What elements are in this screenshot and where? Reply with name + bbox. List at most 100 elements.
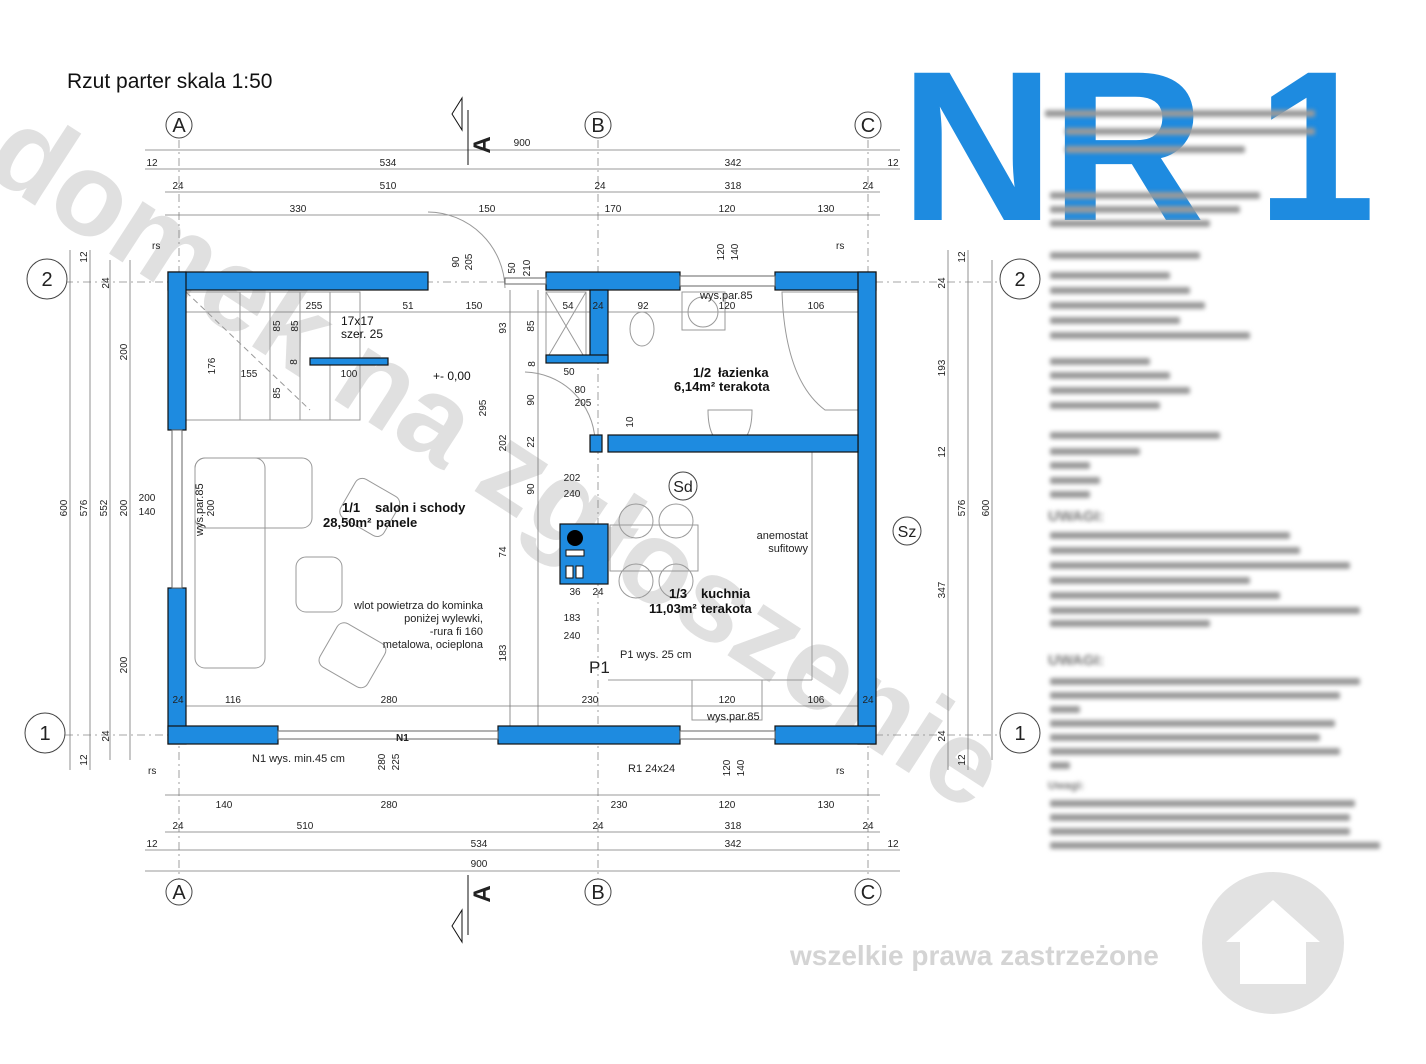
rs-label: rs	[836, 766, 844, 777]
dimension-label: 24	[862, 695, 874, 706]
air-inlet-note: metalowa, ocieplona	[383, 639, 484, 651]
dimension-label: 200	[139, 493, 156, 504]
dimension-label: 150	[479, 204, 496, 215]
rs-label: rs	[152, 241, 160, 252]
room-2-no: 1/2	[693, 365, 711, 380]
dimension-label: 106	[808, 695, 825, 706]
sill-note: wys.par.85	[706, 711, 760, 723]
dimension-label: 230	[611, 800, 628, 811]
dimension-label: 92	[637, 301, 649, 312]
house-logo-icon	[1202, 872, 1344, 1014]
dimension-label: 12	[957, 251, 968, 263]
dimension-label: 200	[119, 656, 130, 673]
dimension-label: 576	[957, 499, 968, 516]
sill-note: wys.par.85	[194, 483, 206, 537]
dimension-label: 205	[464, 253, 475, 270]
stairs-note: szer. 25	[341, 327, 383, 341]
walls	[167, 271, 877, 745]
dimension-label: 140	[730, 243, 741, 260]
room-3-floor: terakota	[701, 601, 752, 616]
dimension-label: 176	[207, 357, 218, 374]
dimension-label: 183	[564, 613, 581, 624]
dimension-label: 130	[818, 800, 835, 811]
anemostat-note: anemostat	[757, 530, 808, 542]
dimension-label: 12	[79, 754, 90, 766]
dimension-label: 90	[526, 394, 537, 406]
plan-title: Rzut parter skala 1:50	[67, 70, 273, 93]
dimension-label: 120	[719, 695, 736, 706]
grid-bubbles: A B C A B C 2 2 1 1 Sd Sz A A rs rs rs r…	[24, 96, 1041, 944]
axis-b-top: B	[591, 115, 604, 137]
dimension-label: 74	[498, 546, 509, 558]
dimension-label: 200	[119, 343, 130, 360]
dimension-label: 22	[526, 436, 537, 448]
dimension-label: 24	[862, 821, 874, 832]
n1-label: N1	[396, 733, 409, 744]
axis-a-bottom: A	[172, 882, 186, 904]
axis-2-left: 2	[41, 269, 52, 291]
dimension-label: 12	[146, 839, 158, 850]
dimension-label: 200	[206, 499, 217, 516]
dimension-label: 330	[290, 204, 307, 215]
dimension-label: 85	[526, 320, 537, 332]
dimension-label: 8	[289, 359, 300, 365]
dimension-label: 534	[380, 158, 397, 169]
dimension-label: 24	[862, 181, 874, 192]
dimension-label: 205	[575, 398, 592, 409]
dimension-label: 90	[526, 483, 537, 495]
dimension-label: 12	[146, 158, 158, 169]
dimension-label: 24	[101, 277, 112, 289]
dimension-label: 24	[592, 587, 604, 598]
dimension-label: 90	[451, 256, 462, 268]
marker-sd: Sd	[673, 479, 693, 496]
dimension-label: 24	[172, 181, 184, 192]
dimension-label: 255	[306, 301, 323, 312]
dimension-label: 600	[59, 499, 70, 516]
dimension-label: 85	[272, 387, 283, 399]
dimension-label: 155	[241, 369, 258, 380]
dimension-label: 24	[592, 821, 604, 832]
dimension-label: 183	[498, 644, 509, 661]
axis-b-bottom: B	[591, 882, 604, 904]
dimension-label: 10	[625, 416, 636, 428]
dimension-label: 202	[564, 473, 581, 484]
dimension-label: 150	[466, 301, 483, 312]
dimension-label: 140	[139, 507, 156, 518]
dimension-label: 900	[514, 138, 531, 149]
dimension-label: 318	[725, 821, 742, 832]
dimension-label: 230	[582, 695, 599, 706]
anemostat-note: sufitowy	[768, 543, 808, 555]
dimension-label: 120	[719, 204, 736, 215]
dimension-label: 200	[119, 499, 130, 516]
blurred-legend: UWAGI: UWAGI: Uwagi:	[1045, 100, 1385, 860]
legend-heading: Uwagi:	[1048, 780, 1085, 792]
dimension-label: 12	[957, 754, 968, 766]
dimension-label: 202	[498, 434, 509, 451]
axis-1-right: 1	[1014, 723, 1025, 745]
n1-note: N1 wys. min.45 cm	[252, 753, 345, 765]
sill-note: wys.par.85	[699, 290, 753, 302]
dimension-label: 116	[225, 695, 241, 706]
p1-label: P1	[589, 658, 610, 677]
dimension-label: 51	[402, 301, 414, 312]
dimension-label: 170	[605, 204, 622, 215]
p1-note: P1 wys. 25 cm	[620, 649, 692, 661]
room-1-name: salon i schody	[375, 500, 466, 515]
dimension-label: 193	[937, 359, 948, 376]
rs-label: rs	[836, 241, 844, 252]
dimension-label: 280	[377, 753, 388, 770]
dimension-label: 120	[716, 243, 727, 260]
dimension-label: 24	[172, 695, 184, 706]
furniture	[185, 211, 859, 721]
dimension-label: 12	[79, 251, 90, 263]
axis-c-bottom: C	[861, 882, 875, 904]
dimension-label: 210	[522, 259, 533, 276]
section-a-top: A	[469, 136, 496, 153]
dimension-label: 120	[719, 301, 736, 312]
dimension-label: 552	[99, 499, 110, 516]
dimension-label: 24	[101, 730, 112, 742]
dimension-label: 140	[216, 800, 233, 811]
dimension-label: 120	[719, 800, 736, 811]
dimension-label: 140	[736, 759, 747, 776]
dimension-lines	[69, 149, 993, 872]
